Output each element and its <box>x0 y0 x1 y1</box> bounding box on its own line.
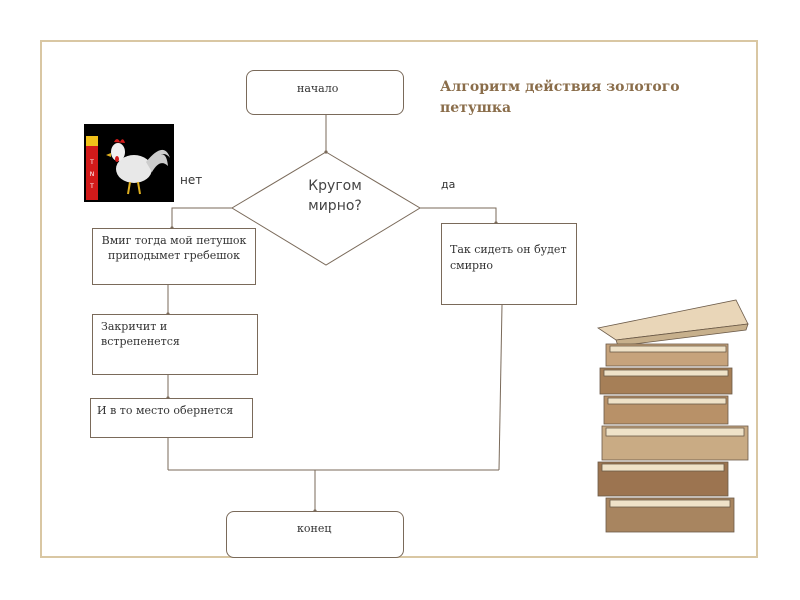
decision-label-line1: Кругом <box>308 178 362 194</box>
yes-step: Так сидеть он будет смирно <box>441 223 577 305</box>
svg-text:Т: Т <box>89 183 94 190</box>
branch-no-label: нет <box>180 173 203 187</box>
no-step-2: Закричит и встрепенется <box>92 314 258 375</box>
start-node-label: начало <box>297 82 339 95</box>
decision-diamond <box>231 151 421 266</box>
branch-yes-label: да <box>441 178 456 191</box>
book-stack-icon <box>596 299 749 533</box>
no-step-3: И в то место обернется <box>90 398 253 438</box>
decision-label-line2: мирно? <box>308 198 362 214</box>
svg-text:N: N <box>90 171 95 178</box>
rooster-icon: Т N Т <box>84 124 174 202</box>
diagram-title: Алгоритм действия золотого петушка <box>440 79 680 116</box>
no-step-3-label: И в то место обернется <box>97 404 234 417</box>
end-node-label: конец <box>297 522 332 535</box>
end-node: конец <box>226 511 404 558</box>
yes-step-label: Так сидеть он будет смирно <box>450 243 567 272</box>
decision-label: Кругом мирно? <box>300 176 370 216</box>
no-step-2-label: Закричит и встрепенется <box>101 320 180 348</box>
start-node: начало <box>246 70 404 115</box>
no-step-1-label: Вмиг тогда мой петушок приподымет гребеш… <box>101 234 247 262</box>
no-step-1: Вмиг тогда мой петушок приподымет гребеш… <box>92 228 256 285</box>
svg-text:Т: Т <box>89 159 94 166</box>
